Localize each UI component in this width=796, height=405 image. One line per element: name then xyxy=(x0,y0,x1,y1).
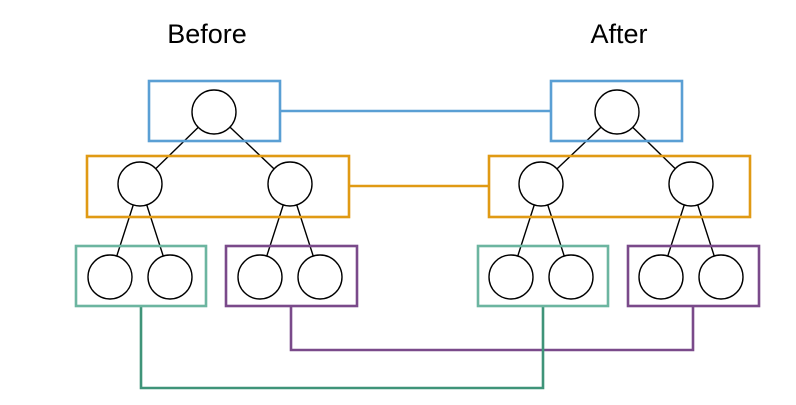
tree-node xyxy=(267,161,313,207)
root-level-box xyxy=(147,79,282,143)
tree-node xyxy=(297,254,343,300)
middle-level-box xyxy=(85,154,351,219)
tree-node xyxy=(488,254,534,300)
left-leaf-group-box xyxy=(476,244,610,308)
tree-node xyxy=(668,161,714,207)
tree-node xyxy=(698,254,744,300)
after-tree xyxy=(476,79,761,308)
left-leaf-group-link xyxy=(139,306,545,390)
right-leaf-group-box xyxy=(224,244,359,308)
left-leaf-group-box xyxy=(74,244,208,308)
tree-node xyxy=(237,254,283,300)
tree-node xyxy=(518,161,564,207)
middle-level-box xyxy=(487,154,752,219)
tree-node xyxy=(147,254,193,300)
tree-node xyxy=(87,254,133,300)
tree-node xyxy=(117,161,163,207)
before-heading: Before xyxy=(167,19,247,49)
before-tree xyxy=(74,79,359,308)
tree-node xyxy=(594,89,640,135)
tree-node xyxy=(548,254,594,300)
after-heading: After xyxy=(590,19,647,49)
right-leaf-group-box xyxy=(626,244,761,308)
root-level-box xyxy=(549,79,684,143)
right-leaf-group-link xyxy=(289,306,695,352)
tree-node xyxy=(638,254,684,300)
tree-node xyxy=(191,89,237,135)
